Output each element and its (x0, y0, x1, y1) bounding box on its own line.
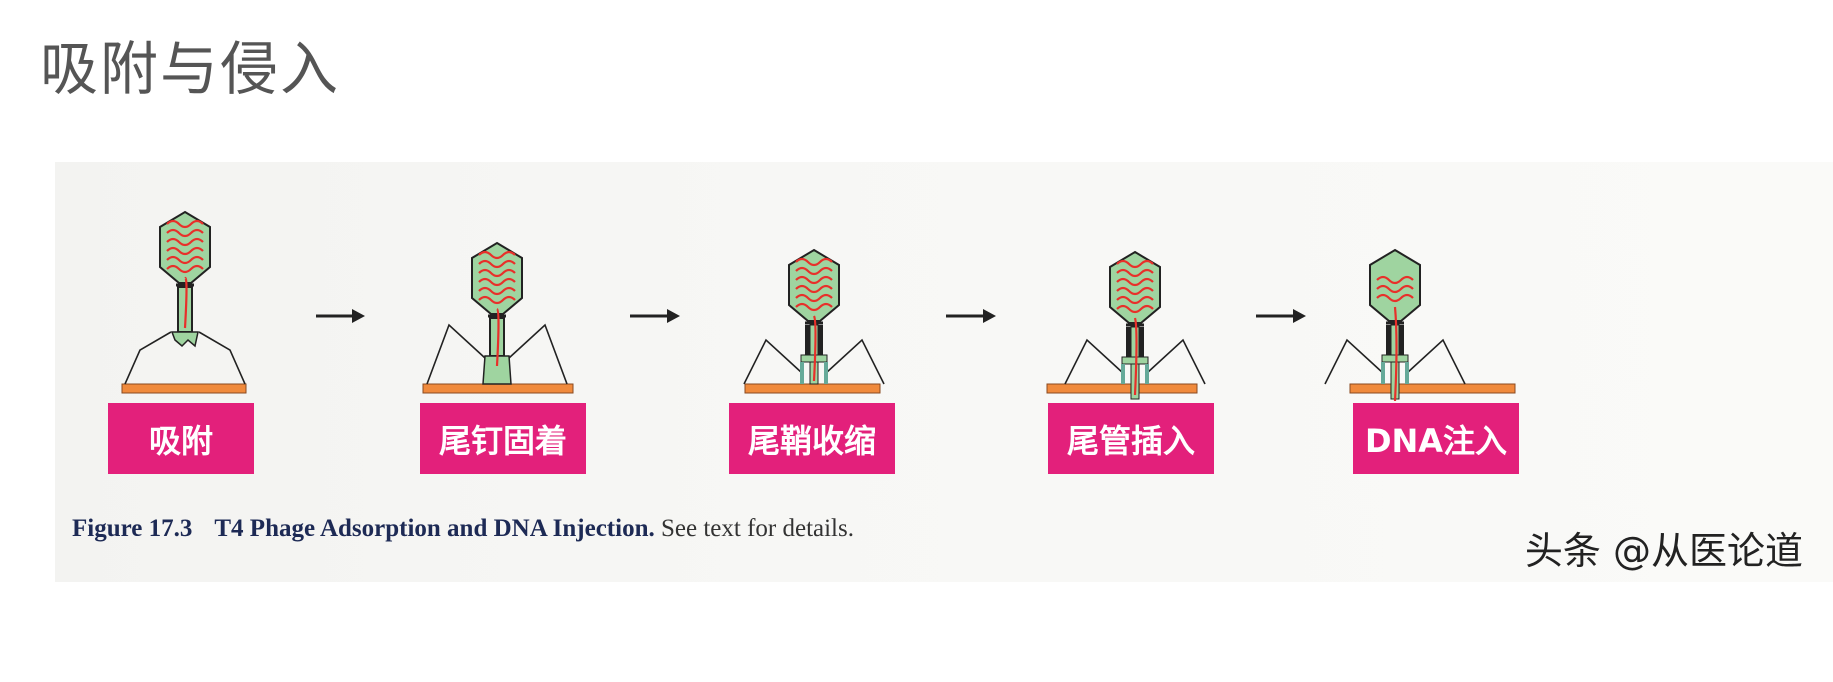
phage-dna (1116, 259, 1154, 396)
baseplate (1121, 356, 1149, 365)
host-membrane (1046, 383, 1198, 394)
caption-title: T4 Phage Adsorption and DNA Injection. (214, 515, 655, 542)
baseplate-legs (1121, 364, 1149, 384)
stage-label-tube-insertion: 尾管插入 (1048, 403, 1214, 474)
arrow-head-icon (352, 309, 365, 323)
phage-dna (1376, 275, 1414, 402)
tail-fiber (1324, 338, 1466, 385)
tail-fiber (124, 331, 246, 385)
baseplate-legs (800, 362, 828, 384)
arrow-head-icon (1293, 309, 1306, 323)
host-membrane (744, 383, 881, 394)
baseplate (1381, 354, 1409, 363)
host-membrane (422, 383, 574, 394)
baseplate (482, 355, 512, 385)
arrow-head-icon (667, 309, 680, 323)
tail-fiber (1064, 338, 1206, 385)
stage-label-dna-injection: DNA注入 (1353, 403, 1519, 474)
slide-title: 吸附与侵入 (40, 35, 341, 103)
baseplate (170, 331, 199, 348)
stage-label-baseplate-attachment: 尾钉固着 (420, 403, 586, 474)
host-membrane (121, 383, 247, 394)
watermark: 头条 @从医论道 (1524, 529, 1803, 573)
stage-label-sheath-contraction: 尾鞘收缩 (729, 403, 895, 474)
baseplate-legs (1381, 362, 1409, 384)
host-membrane (1349, 383, 1516, 394)
tail-fiber (426, 323, 568, 385)
phage-dna (478, 250, 516, 367)
caption-note: See text for details. (660, 515, 854, 542)
figure-background (55, 162, 1833, 582)
caption-number: Figure 17.3 (72, 515, 193, 542)
figure-caption: Figure 17.3 T4 Phage Adsorption and DNA I… (72, 515, 854, 543)
stage-label-adsorption: 吸附 (108, 403, 254, 474)
phage-dna (795, 257, 833, 382)
tail-fiber (743, 338, 885, 385)
arrow-head-icon (983, 309, 996, 323)
phage-dna (166, 219, 204, 329)
